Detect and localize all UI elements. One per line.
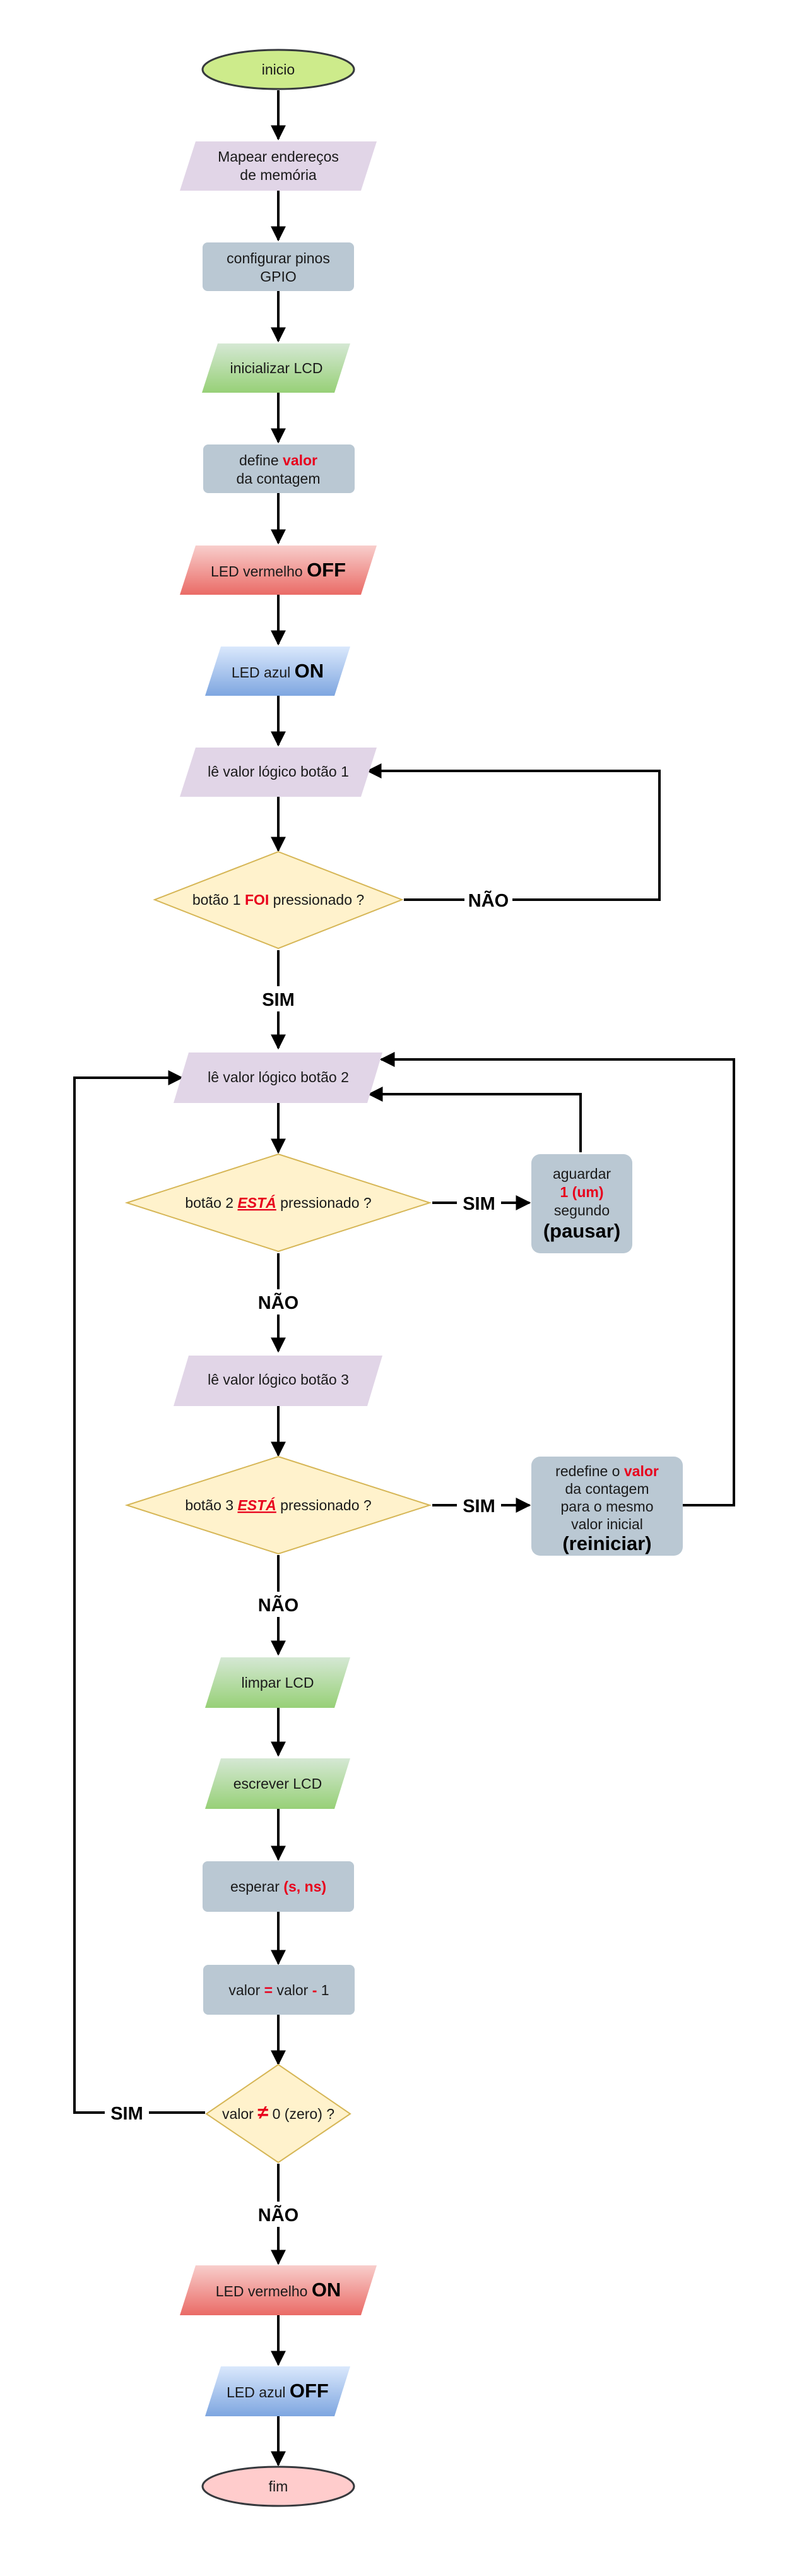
label-sim-botao2: SIM [463, 1194, 495, 1214]
io-limpar-lcd: limpar LCD [205, 1657, 350, 1708]
decremento-label: valor = valor - 1 [228, 1982, 329, 1998]
io-mapear-enderecos: Mapear endereços de memória [180, 141, 377, 191]
aguardar-line2: 1 (um) [560, 1184, 604, 1200]
define-line2: da contagem [237, 470, 321, 487]
decision-botao1-label: botão 1 FOI pressionado ? [192, 891, 364, 908]
process-esperar: esperar (s, ns) [203, 1861, 354, 1912]
redefine-line2: da contagem [565, 1481, 649, 1497]
io-le-botao2: lê valor lógico botão 2 [174, 1052, 382, 1103]
init-lcd-label: inicializar LCD [230, 360, 323, 376]
edge-labels: NÃO SIM SIM NÃO SIM NÃO SIM NÃO [105, 887, 512, 2227]
label-nao-botao3: NÃO [258, 1594, 298, 1616]
process-define-valor: define valor da contagem [203, 444, 355, 493]
mapear-line2: de memória [240, 167, 317, 183]
decision-botao3: botão 3 ESTÁ pressionado ? [124, 1455, 432, 1555]
label-sim-botao3: SIM [463, 1496, 495, 1517]
label-nao-botao1: NÃO [468, 890, 509, 911]
process-redefine-valor: redefine o valor da contagem para o mesm… [531, 1457, 683, 1556]
redefine-line4: valor inicial [571, 1516, 643, 1532]
redefine-line1: redefine o valor [555, 1463, 659, 1479]
edges [73, 90, 735, 2467]
configurar-line2: GPIO [260, 268, 297, 285]
end-label: fim [269, 2478, 288, 2495]
led-azul-off-label: LED azul OFF [227, 2380, 329, 2402]
io-led-vermelho-on: LED vermelho ON [180, 2265, 377, 2315]
esperar-label: esperar (s, ns) [230, 1878, 326, 1895]
le-botao1-label: lê valor lógico botão 1 [208, 763, 349, 780]
label-sim-botao1: SIM [262, 990, 295, 1010]
le-botao3-label: lê valor lógico botão 3 [208, 1371, 349, 1388]
io-le-botao1: lê valor lógico botão 1 [180, 748, 377, 797]
aguardar-line4: (pausar) [543, 1220, 620, 1242]
redefine-line3: para o mesmo [560, 1498, 653, 1515]
edge-aguardar-le-botao2 [367, 1087, 582, 1152]
decision-botao3-label: botão 3 ESTÁ pressionado ? [185, 1496, 371, 1513]
edge-redefine-le-botao2 [379, 1052, 735, 1506]
configurar-line1: configurar pinos [227, 250, 330, 266]
define-line1: define valor [239, 452, 317, 468]
led-vermelho-off-label: LED vermelho OFF [211, 559, 346, 581]
io-escrever-lcd: escrever LCD [205, 1758, 350, 1809]
label-nao-botao2: NÃO [258, 1292, 298, 1313]
start-terminator: inicio [201, 49, 355, 90]
label-nao-valor: NÃO [258, 2204, 298, 2226]
aguardar-line3: segundo [554, 1202, 610, 1219]
decision-botao2: botão 2 ESTÁ pressionado ? [124, 1153, 432, 1253]
decision-valor-label: valor ≠ 0 (zero) ? [222, 2101, 334, 2123]
io-led-azul-off: LED azul OFF [205, 2366, 350, 2416]
mapear-line1: Mapear endereços [218, 148, 339, 165]
edge-sim-valor [73, 1070, 205, 2114]
end-terminator: fim [201, 2466, 355, 2507]
io-le-botao3: lê valor lógico botão 3 [174, 1356, 382, 1406]
led-azul-on-label: LED azul ON [232, 660, 324, 682]
le-botao2-label: lê valor lógico botão 2 [208, 1069, 349, 1085]
edge-nao-botao1 [366, 763, 661, 901]
decision-valor: valor ≠ 0 (zero) ? [205, 2063, 351, 2164]
limpar-lcd-label: limpar LCD [241, 1674, 314, 1691]
start-label: inicio [262, 61, 295, 78]
process-configurar-pinos: configurar pinos GPIO [203, 242, 354, 291]
io-led-azul-on: LED azul ON [205, 647, 350, 696]
process-aguardar: aguardar 1 (um) segundo (pausar) [531, 1154, 632, 1253]
decision-botao1: botão 1 FOI pressionado ? [153, 850, 404, 950]
led-vermelho-on-label: LED vermelho ON [216, 2279, 341, 2301]
escrever-lcd-label: escrever LCD [233, 1775, 322, 1792]
io-led-vermelho-off: LED vermelho OFF [180, 546, 377, 595]
process-decremento: valor = valor - 1 [203, 1965, 355, 2015]
redefine-line5: (reiniciar) [562, 1532, 651, 1554]
label-sim-valor: SIM [110, 2104, 143, 2124]
io-inicializar-lcd: inicializar LCD [202, 343, 350, 393]
aguardar-line1: aguardar [553, 1166, 611, 1182]
decision-botao2-label: botão 2 ESTÁ pressionado ? [185, 1194, 371, 1211]
